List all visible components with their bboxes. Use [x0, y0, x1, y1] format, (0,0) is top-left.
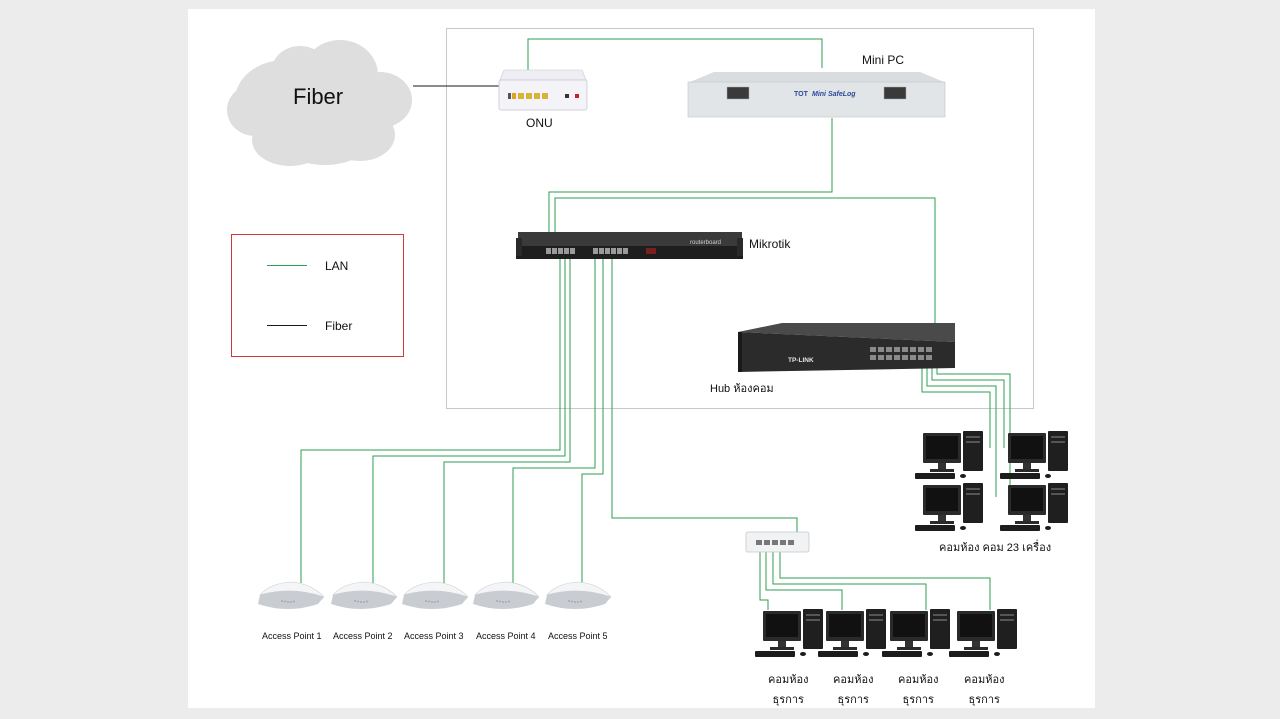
office-pc-label-line1: คอมห้อง	[833, 674, 874, 686]
legend-lan-label: LAN	[325, 259, 349, 273]
onu-label: ONU	[526, 116, 553, 130]
office-pc-label-line1: คอมห้อง	[898, 674, 939, 686]
office-pc-label-line2: ธุรการ	[968, 694, 1000, 706]
access-point-label: Access Point 1	[262, 631, 322, 641]
mini-pc-brand-label: Mini SafeLog	[812, 91, 856, 98]
computer-icon	[882, 609, 950, 657]
access-point-label: Access Point 2	[333, 631, 393, 641]
access-point-icon	[544, 581, 612, 610]
mikrotik-router: routerboard	[516, 232, 743, 259]
fiber-cloud	[227, 40, 412, 166]
computer-icon	[949, 609, 1017, 657]
network-frame	[446, 28, 1034, 409]
lan-links	[300, 38, 1011, 610]
access-point-icons	[257, 581, 612, 610]
legend-lan-line	[267, 265, 307, 266]
office-pc-label: คอมห้อง ธุรการ	[768, 670, 808, 710]
switch-brand-label: TP-LINK	[788, 357, 814, 364]
legend: LAN Fiber	[231, 234, 404, 357]
access-point-label: Access Point 4	[476, 631, 536, 641]
office-pc-label: คอมห้อง ธุรการ	[833, 670, 873, 710]
office-pc-label-line2: ธุรการ	[837, 694, 869, 706]
legend-fiber-label: Fiber	[325, 319, 353, 333]
office-pc-label-line2: ธุรการ	[772, 694, 804, 706]
legend-fiber-line	[267, 325, 307, 326]
access-point-icon	[472, 581, 540, 610]
computer-room-label: คอมห้อง คอม 23 เครื่อง	[939, 542, 1052, 554]
mini-pc-label: Mini PC	[862, 53, 905, 67]
computer-icon	[755, 609, 823, 657]
computer-room-pcs	[915, 431, 1068, 531]
access-point-icon	[257, 581, 325, 610]
svg-text:TOT: TOT	[794, 91, 809, 98]
computer-icon	[818, 609, 886, 657]
access-point-icon	[401, 581, 469, 610]
hub-label: Hub ห้องคอม	[710, 383, 774, 395]
small-switch	[745, 531, 810, 553]
fiber-cloud-label: Fiber	[293, 84, 344, 109]
computer-icon	[915, 483, 983, 531]
hub-switch: TP-LINK	[738, 323, 955, 372]
computer-icon	[915, 431, 983, 479]
mini-pc-device: Mini SafeLog TOT	[687, 72, 946, 118]
office-pc-label-line1: คอมห้อง	[964, 674, 1005, 686]
office-pc-label: คอมห้อง ธุรการ	[964, 670, 1004, 710]
computer-icon	[1000, 483, 1068, 531]
office-pc-label: คอมห้อง ธุรการ	[898, 670, 938, 710]
office-pc-label-line2: ธุรการ	[902, 694, 934, 706]
mikrotik-label: Mikrotik	[749, 237, 791, 251]
mikrotik-brand-label: routerboard	[690, 240, 721, 246]
access-point-label: Access Point 5	[548, 631, 608, 641]
access-point-label: Access Point 3	[404, 631, 464, 641]
office-pcs	[755, 609, 1017, 657]
access-point-icon	[330, 581, 398, 610]
office-pc-label-line1: คอมห้อง	[768, 674, 809, 686]
onu-device	[498, 69, 588, 111]
